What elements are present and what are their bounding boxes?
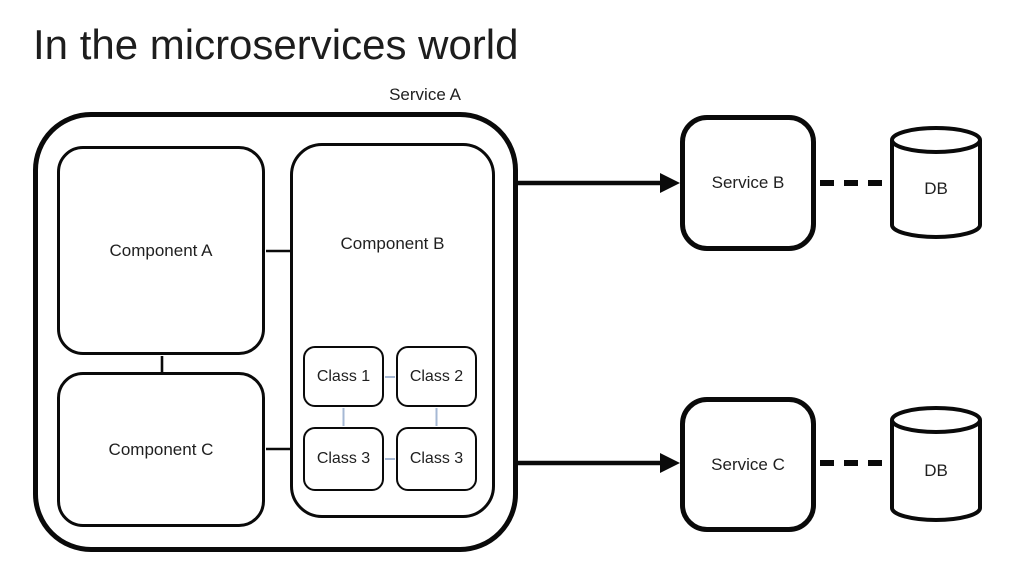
- component-c-box: Component C: [57, 372, 265, 527]
- service-a-label: Service A: [389, 85, 461, 104]
- slide-title: In the microservices world: [33, 21, 519, 68]
- arrowhead-service-c: [660, 453, 680, 473]
- database-cylinder-top-lid: [890, 126, 982, 154]
- service-c-label: Service C: [711, 454, 785, 474]
- class-3-left-box: Class 3: [303, 427, 384, 491]
- class-1-label: Class 1: [316, 367, 371, 385]
- service-b-label: Service B: [711, 173, 785, 192]
- component-a-box: Component A: [57, 146, 265, 355]
- class-2-box: Class 2: [396, 346, 477, 407]
- service-b-box: Service B: [680, 115, 816, 251]
- component-a-label: Component A: [109, 240, 213, 260]
- service-c-box: Service C: [680, 397, 816, 532]
- component-b-label: Component B: [340, 234, 445, 253]
- component-c-label: Component C: [108, 439, 214, 459]
- arrowhead-service-b: [660, 173, 680, 193]
- class-3-right-box: Class 3: [396, 427, 477, 491]
- database-cylinder-bottom-lid: [890, 406, 982, 434]
- class-2-label: Class 2: [409, 367, 464, 385]
- class-1-box: Class 1: [303, 346, 384, 407]
- class-3-right-label: Class 3: [409, 450, 464, 467]
- class-3-left-label: Class 3: [316, 450, 371, 467]
- db-bottom-label: DB: [924, 461, 948, 480]
- db-top-label: DB: [924, 179, 948, 198]
